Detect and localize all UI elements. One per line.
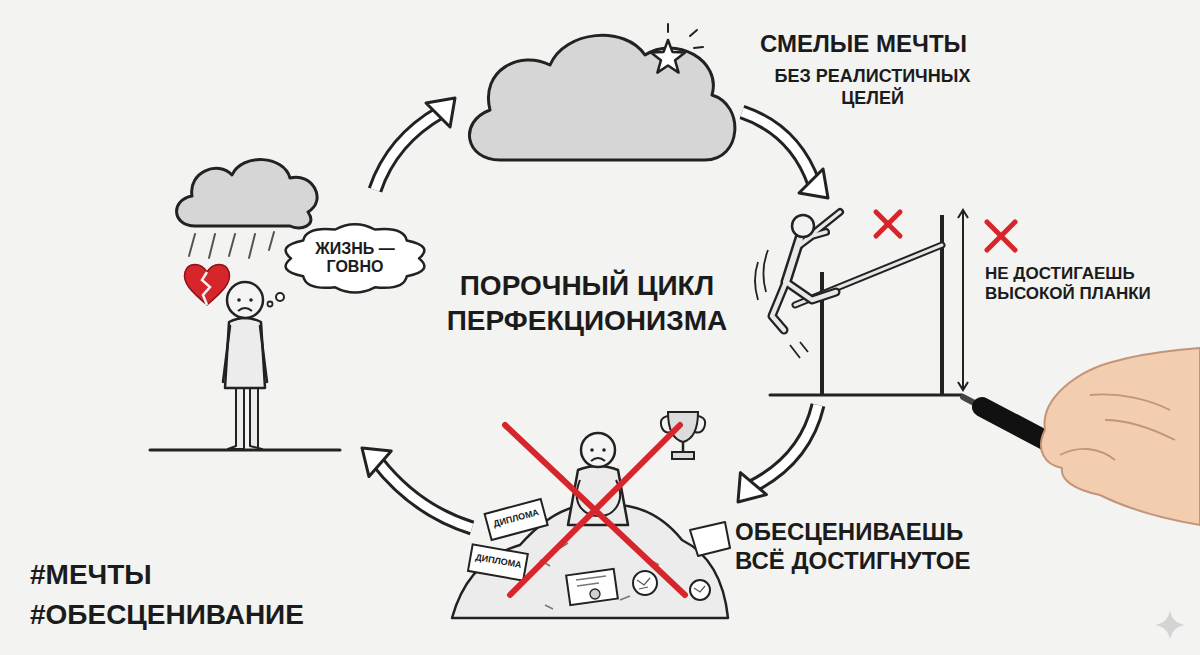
rain-cloud [177, 160, 318, 228]
cycle-arrow-outline [375, 112, 441, 190]
raindrop [249, 234, 255, 258]
diploma [485, 499, 548, 540]
crumpled-paper [633, 571, 657, 595]
certificate-lines [576, 576, 606, 586]
cycle-arrow-body [751, 405, 818, 487]
sparkle [690, 30, 697, 36]
rain [189, 232, 274, 258]
hashtag: #МЕЧТЫ [30, 558, 152, 592]
certificate [566, 569, 618, 605]
hashtag: #ОБЕСЦЕНИВАНИЕ [30, 598, 304, 632]
frown [591, 458, 605, 461]
stage-heading: ОБЕСЦЕНИВАЕШЬ ВСЁ ДОСТИГНУТОЕ [735, 518, 997, 576]
measure-head [958, 210, 968, 218]
fail-cross [987, 222, 1015, 250]
paper-sheet [690, 522, 730, 556]
frown [238, 308, 252, 311]
motion-line [755, 262, 758, 300]
trophy-base [672, 452, 694, 459]
raindrop [189, 234, 195, 256]
star [651, 40, 685, 73]
eye [237, 298, 241, 302]
thought-dot [268, 302, 273, 307]
heart-crack [202, 272, 210, 305]
sparkle [667, 24, 669, 32]
cycle-arrow-outline [751, 405, 818, 487]
hand-creases [1060, 394, 1175, 460]
cycle-arrow-head [725, 473, 766, 513]
bubble-text: ЖИЗНЬ — ГОВНО [309, 240, 401, 277]
bubble-shape [286, 224, 425, 292]
crumpled-lines [694, 586, 705, 592]
watermark-star [1155, 610, 1185, 640]
man-head [227, 282, 263, 318]
eye [602, 448, 606, 452]
cycle-arrow-head [426, 86, 467, 127]
fail-cross [876, 212, 900, 236]
jumper-leg-fill [772, 282, 786, 330]
diploma [468, 544, 528, 580]
cycle-arrow-head [799, 169, 840, 210]
eye [590, 448, 594, 452]
fail-cross [876, 212, 900, 236]
stage-heading: НЕ ДОСТИГАЕШЬ ВЫСОКОЙ ПЛАНКИ [985, 264, 1153, 305]
ground-line [770, 394, 962, 397]
jumper [772, 212, 840, 330]
thought-bubble: ЖИЗНЬ — ГОВНО [279, 220, 431, 297]
raindrop [269, 232, 274, 250]
raindrop [209, 234, 215, 258]
jumper-leg [772, 282, 786, 330]
cycle-arrow-head [351, 435, 391, 476]
dream-cloud [469, 35, 734, 160]
jumper-leg-fill [786, 282, 836, 300]
cycle-arrow-body [377, 461, 472, 528]
crumpled-paper [690, 580, 710, 600]
trophy-stem [682, 442, 685, 452]
thought-dot [276, 293, 284, 301]
jumper-leg [786, 282, 836, 300]
eye [249, 298, 253, 302]
fail-cross [987, 222, 1015, 250]
man-body [225, 318, 265, 388]
cycle-arrow-body [742, 112, 814, 184]
man-arms [223, 326, 267, 382]
measure-head [958, 382, 968, 390]
cycle-arrow-outline [377, 461, 472, 528]
motion-line [790, 342, 808, 358]
height-measure [962, 210, 964, 390]
stage-note: БЕЗ РЕАЛИСТИЧНЫХ ЦЕЛЕЙ [760, 66, 985, 109]
certificate-seal [590, 589, 600, 599]
cycle-arrow-outline [742, 112, 814, 184]
trophy-cup [668, 412, 698, 442]
cycle-arrow-body [375, 112, 441, 190]
person-head [581, 433, 615, 467]
raindrop [229, 234, 235, 256]
jumper-head [792, 215, 814, 237]
sparkle [694, 47, 703, 48]
motion-line [763, 250, 768, 292]
stage-heading: СМЕЛЫЕ МЕЧТЫ [760, 30, 1010, 59]
broken-heart [184, 265, 229, 306]
man-legs [228, 386, 262, 449]
crumpled-lines [637, 578, 650, 589]
trophy-handles [661, 416, 705, 433]
diagram-title: ПОРОЧНЫЙ ЦИКЛ ПЕРФЕКЦИОНИЗМА [442, 268, 732, 338]
hand [1041, 348, 1200, 525]
